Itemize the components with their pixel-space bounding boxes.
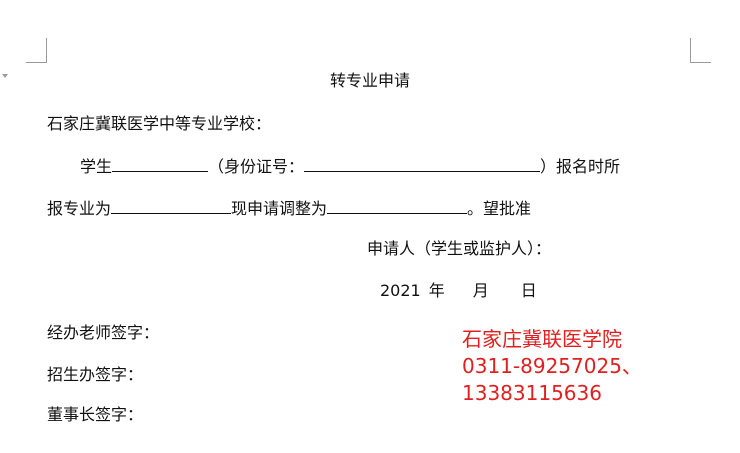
date-day-label: 日 bbox=[520, 281, 537, 300]
document-title: 转专业申请 bbox=[329, 71, 410, 90]
student-label: 学生 bbox=[80, 157, 113, 176]
id-number-blank[interactable] bbox=[304, 155, 541, 172]
signature-admissions: 招生办签字： bbox=[47, 365, 144, 384]
salutation: 石家庄冀联医学中等专业学校： bbox=[47, 114, 272, 133]
id-close-label: ）报名时所 bbox=[540, 157, 621, 176]
signature-teacher: 经办老师签字： bbox=[47, 323, 160, 342]
applicant-label: 申请人（学生或监护人）： bbox=[367, 239, 552, 258]
original-major-blank[interactable] bbox=[111, 197, 232, 214]
closing-text: 。望批准 bbox=[467, 199, 532, 218]
margin-corner-top-right bbox=[690, 38, 711, 63]
school-name-watermark: 石家庄冀联医学院 bbox=[462, 327, 622, 351]
paragraph-major: 报专业为 现申请调整为 。望批准 bbox=[47, 197, 531, 220]
date-year-label: 年 bbox=[428, 281, 445, 300]
date-month-label: 月 bbox=[472, 281, 489, 300]
paragraph-marker-icon bbox=[2, 74, 8, 78]
major-label: 报专业为 bbox=[47, 199, 112, 218]
paragraph-student: 学生 （身份证号： ）报名时所 bbox=[80, 155, 620, 178]
id-open-label: （身份证号： bbox=[208, 157, 305, 176]
new-major-blank[interactable] bbox=[327, 197, 468, 214]
date-line: 2021 年 月 日 bbox=[380, 280, 537, 302]
margin-corner-top-left bbox=[26, 38, 47, 63]
phone-watermark: 0311-89257025、 bbox=[462, 354, 642, 378]
adjust-label: 现申请调整为 bbox=[231, 199, 328, 218]
signature-chairman: 董事长签字： bbox=[47, 405, 144, 424]
mobile-watermark: 13383115636 bbox=[462, 381, 602, 405]
student-name-blank[interactable] bbox=[112, 155, 209, 172]
date-year: 2021 bbox=[380, 281, 421, 300]
